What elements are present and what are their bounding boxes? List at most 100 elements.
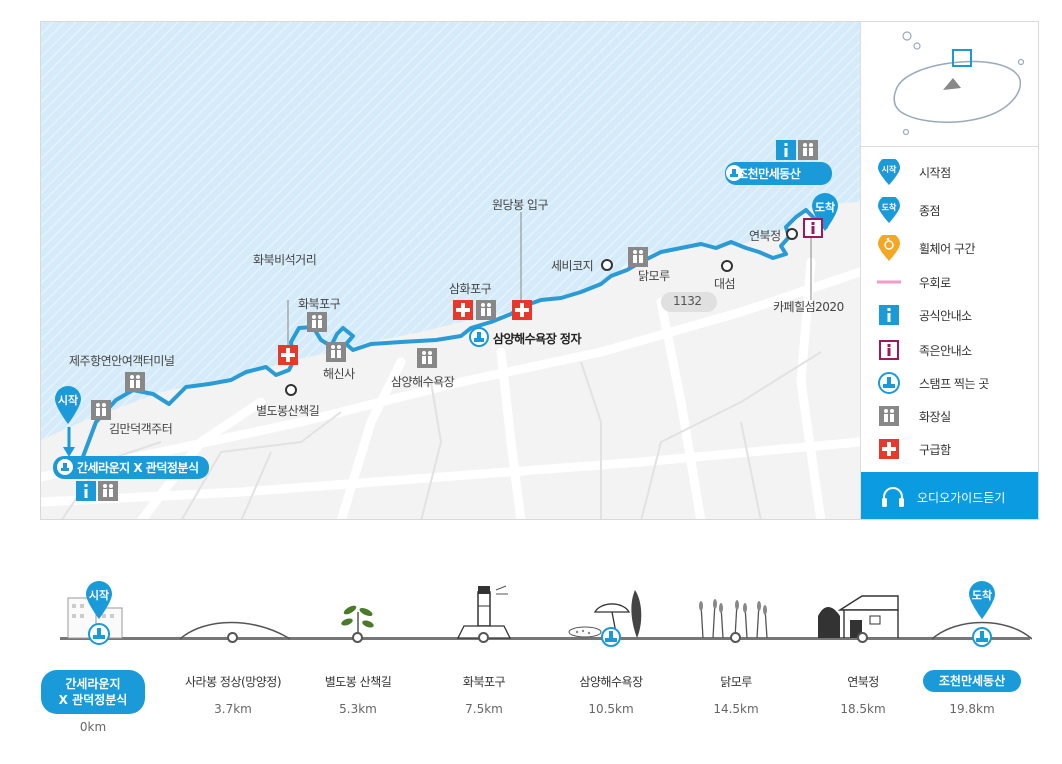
small-info-icon [879,340,899,360]
legend-label: 휠체어 구간 [919,242,976,256]
info-icon[interactable] [776,140,796,160]
label-hwabuk-bisuk: 화북비석거리 [253,253,317,267]
stamp-icon[interactable] [600,626,622,648]
legend-label: 스탬프 찍는 곳 [919,377,989,391]
profile-stop-km: 18.5km [840,702,886,716]
label-samyang-beach: 삼양해수욕장 [391,375,455,389]
sea-area [41,22,860,440]
jeju-island-outline [893,31,1025,136]
road-number-plate [661,292,717,312]
label-cafe: 카페힐섬2020 [773,300,844,314]
label-hwabuk-pogu: 화북포구 [298,297,341,311]
first-aid-icon [879,439,899,459]
profile-node-hwabuk[interactable] [478,632,489,643]
profile-stop-byeoldo[interactable]: 별도봉 산책길 5.3km [268,673,448,716]
restroom-icon[interactable] [628,247,648,267]
label-wondang: 원당봉 입구 [492,198,549,212]
profile-stop-name: 별도봉 산책길 [324,675,392,689]
first-aid-icon[interactable] [278,345,298,365]
leader-lines [287,212,812,345]
start-pin-icon: 시작 [84,580,114,620]
restroom-icon[interactable] [476,300,496,320]
start-pin-icon: 시작 [878,159,900,185]
stamp-icon[interactable] [469,327,489,347]
profile-stop-name: 사라봉 정상(망양정) [185,675,282,689]
profile-stop-km: 5.3km [339,702,377,716]
restroom-icon[interactable] [326,342,346,362]
waypoint-nodes [285,228,798,396]
profile-stop-name: 화북포구 [462,675,506,689]
end-pin-icon: 도착 [878,197,900,223]
hill-illustration [932,621,1032,640]
profile-stop-samyang[interactable]: 삼양해수욕장 10.5km [521,673,701,716]
profile-stop-start[interactable]: 간세라운지 X 관덕정분식 0km [3,670,183,734]
label-terminal: 제주항연안여객터미널 [69,354,175,368]
legend-label: 화장실 [919,410,951,424]
profile-node-yeonbuk[interactable] [857,632,868,643]
profile-node-sarabong[interactable] [227,632,238,643]
stamp-icon [57,459,73,475]
profile-stop-km: 14.5km [713,702,759,716]
plant-illustration [341,605,374,638]
trail-route [79,208,828,464]
profile-stop-name: 간세라운지 X 관덕정분식 [40,670,146,714]
label-dakmoru: 닭모루 [638,269,670,283]
start-point-badge[interactable]: 간세라운지 X 관덕정분식 [53,456,209,479]
profile-stop-km: 10.5km [588,702,634,716]
profile-stop-km: 0km [79,720,107,734]
info-icon[interactable] [76,481,96,501]
first-aid-icon[interactable] [453,300,473,320]
jeju-minimap [860,22,1038,146]
label-haesinsa: 해신사 [323,367,355,381]
info-icon [879,305,899,325]
restroom-icon[interactable] [125,372,145,392]
audio-guide-button[interactable]: 오디오가이드듣기 [861,472,1038,519]
profile-stop-dakmoru[interactable]: 닭모루 14.5km [646,673,826,716]
svg-text:시작: 시작 [882,164,897,174]
start-pin-icon[interactable]: 시작 [53,385,83,425]
start-arrow-icon [63,427,75,457]
audio-guide-label: 오디오가이드듣기 [917,491,1006,505]
restroom-icon[interactable] [91,400,111,420]
label-sebi: 세비코지 [551,259,594,273]
label-byeoldo: 별도봉산책길 [256,404,320,418]
profile-stop-name: 조천만세동산 [922,670,1022,692]
label-gimman: 김만덕객주터 [109,422,173,436]
profile-node-dakmoru[interactable] [730,632,741,643]
restroom-icon[interactable] [98,481,118,501]
profile-stop-end[interactable]: 조천만세동산 19.8km [882,670,1062,716]
profile-stop-name: 연북정 [847,675,879,689]
label-stamp-mid: 삼양해수욕장 정자 [493,332,582,346]
profile-node-byeoldo[interactable] [352,632,363,643]
stamp-icon[interactable] [87,622,111,646]
stamp-icon[interactable] [971,626,993,648]
restroom-icon[interactable] [798,140,818,160]
map-legend: 시작 시작점 도착 종점 휠체어 구간 우회로 공식안내소 족은안내소 스탬프 … [860,146,1038,519]
hill-illustration [180,621,290,640]
legend-label: 우회로 [919,276,951,290]
reed-illustration [699,599,768,638]
roads [41,257,865,519]
profile-stop-hwabuk[interactable]: 화북포구 7.5km [394,673,574,716]
legend-label: 구급함 [919,443,951,457]
detour-line-icon [877,280,901,284]
course-map[interactable]: 1132 제주항연안여객터미널 김만덕객주터 화북비석거리 화북포구 해신사 별… [40,21,1039,520]
stamp-icon [726,165,742,181]
restroom-icon[interactable] [417,348,437,368]
legend-label: 족은안내소 [919,344,972,358]
restroom-icon[interactable] [307,312,327,332]
legend-label: 시작점 [919,166,951,180]
small-info-icon[interactable] [803,218,823,238]
wheelchair-icon [878,235,900,261]
route-profile-line [60,637,1030,640]
end-pin-icon: 도착 [967,580,997,620]
end-point-badge[interactable]: 조천만세동산 [725,162,833,185]
beach-illustration [568,590,642,639]
first-aid-icon[interactable] [512,300,532,320]
profile-stop-yeonbuk[interactable]: 연북정 18.5km [773,673,953,716]
profile-stop-km: 19.8km [949,702,995,716]
lighthouse-illustration [456,585,512,639]
profile-stop-sarabong[interactable]: 사라봉 정상(망양정) 3.7km [143,673,323,716]
legend-label: 공식안내소 [919,309,972,323]
end-point-label: 조천만세동산 [737,167,801,181]
